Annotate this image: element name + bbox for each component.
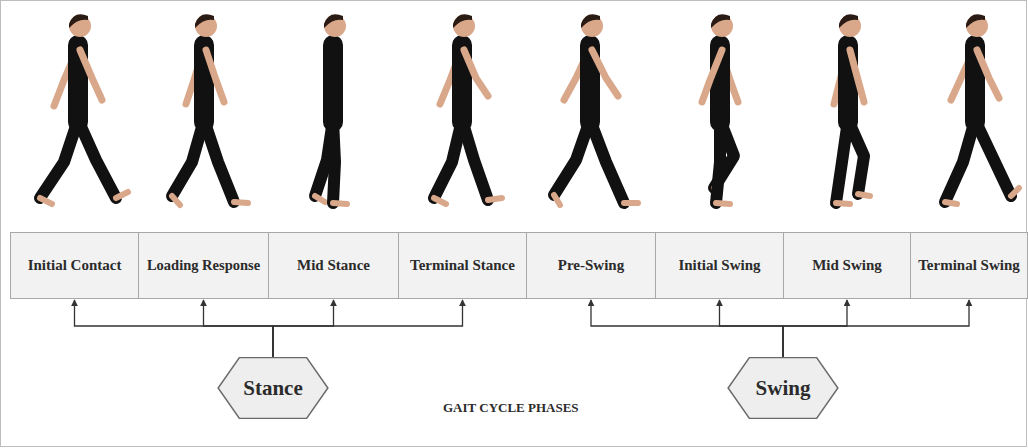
phase-box: Pre-Swing [526, 232, 656, 299]
group-label: Stance [243, 375, 303, 401]
phase-group-hexagon: Stance [217, 357, 329, 419]
phase-label: Initial Contact [22, 256, 128, 275]
phase-connector [75, 300, 274, 357]
phase-label: Terminal Stance [404, 256, 521, 275]
phase-label: Mid Stance [291, 256, 376, 275]
phase-box: Loading Response [138, 232, 269, 299]
phase-box: Initial Contact [10, 232, 139, 299]
phase-box: Initial Swing [655, 232, 784, 299]
phase-connector [591, 300, 783, 357]
phase-box: Terminal Swing [910, 232, 1028, 299]
phase-label: Terminal Swing [912, 256, 1026, 275]
phase-connector [783, 300, 969, 357]
figure-label: GAIT CYCLE PHASES [443, 400, 579, 416]
phase-label: Initial Swing [672, 256, 766, 275]
phase-connector [783, 300, 847, 357]
phase-connector [273, 300, 463, 357]
phase-group-hexagon: Swing [727, 357, 839, 419]
phase-connector [273, 300, 334, 357]
phase-connector [204, 300, 274, 357]
phase-box: Mid Stance [268, 232, 399, 299]
phase-connector [720, 300, 784, 357]
phase-label: Pre-Swing [552, 256, 630, 275]
phase-box: Terminal Stance [398, 232, 527, 299]
group-label: Swing [756, 375, 811, 401]
phase-label: Mid Swing [806, 256, 888, 275]
phase-label: Loading Response [141, 256, 266, 274]
phase-box: Mid Swing [783, 232, 911, 299]
